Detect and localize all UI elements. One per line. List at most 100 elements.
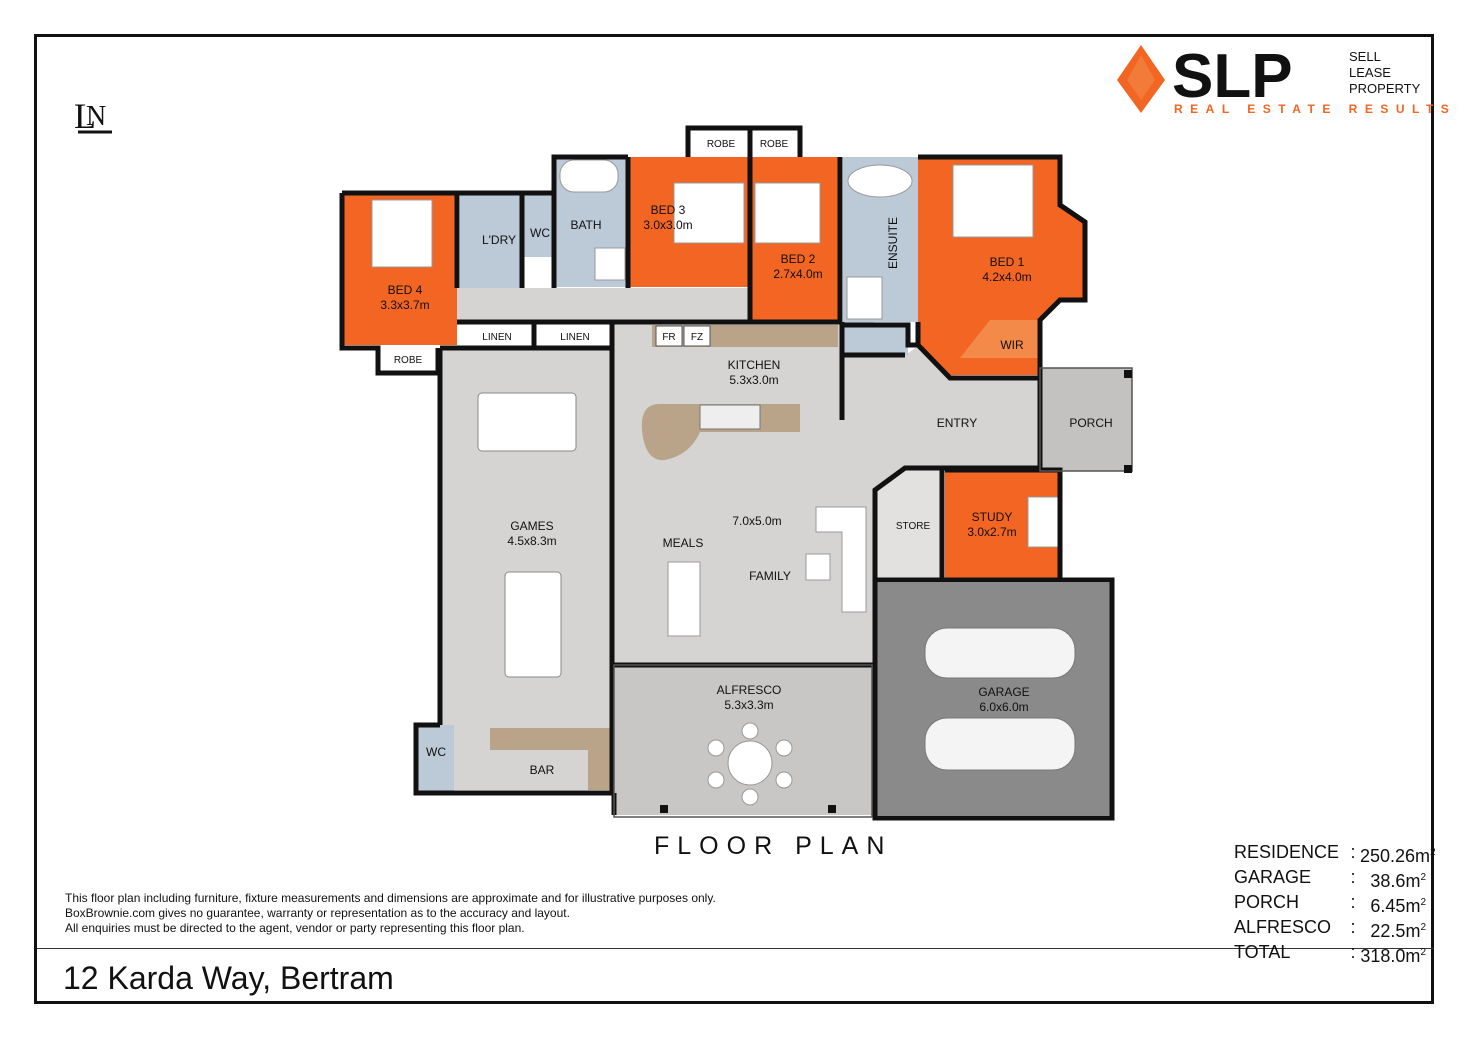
games-label: GAMES xyxy=(510,519,553,533)
area-row: ALFRESCO:22.5m2 xyxy=(1234,917,1426,942)
area-row: TOTAL:318.0m2 xyxy=(1234,942,1426,967)
bath-label: BATH xyxy=(570,218,601,232)
area-row: GARAGE:38.6m2 xyxy=(1234,867,1426,892)
games-size: 4.5x8.3m xyxy=(507,534,556,548)
bed2-size: 2.7x4.0m xyxy=(773,267,822,281)
bed3-label: BED 3 xyxy=(651,203,686,217)
area-sep: : xyxy=(1350,842,1356,862)
wc1-label: WC xyxy=(530,226,550,240)
laundry-floor xyxy=(460,193,522,288)
ensuite-label: ENSUITE xyxy=(886,217,900,269)
svg-text:N: N xyxy=(86,101,106,132)
area-sep: : xyxy=(1350,867,1356,887)
area-value: 318.0m2 xyxy=(1360,946,1426,966)
property-address: 12 Karda Way, Bertram xyxy=(63,960,394,996)
study-size: 3.0x2.7m xyxy=(967,525,1016,539)
fridge-label: FR xyxy=(662,332,675,343)
bathtub-icon xyxy=(847,164,913,198)
desk-icon xyxy=(1027,496,1061,548)
area-label: TOTAL xyxy=(1234,942,1291,962)
car-icon xyxy=(924,627,1076,679)
area-value: 38.6m2 xyxy=(1370,871,1426,891)
area-sep: : xyxy=(1350,917,1356,937)
wc1-floor xyxy=(524,193,554,257)
robe1-label: ROBE xyxy=(707,139,736,150)
brand-line2: LEASE xyxy=(1349,65,1391,80)
north-icon: L N xyxy=(74,96,112,136)
porch-label: PORCH xyxy=(1069,416,1112,430)
area-label: ALFRESCO xyxy=(1234,917,1332,937)
outdoor-chair-icon xyxy=(707,722,793,806)
hallway-floor xyxy=(440,288,750,322)
area-label: GARAGE xyxy=(1234,867,1312,887)
area-value: 250.26m2 xyxy=(1360,846,1436,866)
study-label: STUDY xyxy=(972,510,1013,524)
bar-bench-return xyxy=(588,728,610,790)
footer-divider xyxy=(37,948,1434,949)
disclaimer: This floor plan including furniture, fix… xyxy=(65,891,716,936)
disclaimer-line: This floor plan including furniture, fix… xyxy=(65,891,716,905)
entry-floor xyxy=(842,345,1040,665)
area-row: PORCH:6.45m2 xyxy=(1234,892,1426,917)
brand-line3: PROPERTY xyxy=(1349,81,1421,96)
store-floor xyxy=(875,470,942,580)
alfresco-size: 5.3x3.3m xyxy=(724,698,773,712)
sofa-icon xyxy=(815,506,867,613)
area-sep: : xyxy=(1350,892,1356,912)
linen1-floor xyxy=(460,323,534,348)
robe3-label: ROBE xyxy=(394,355,423,366)
bed4-label: BED 4 xyxy=(388,283,423,297)
logo-icon xyxy=(1117,45,1165,113)
outdoor-outline xyxy=(613,367,1133,818)
brand-line1: SELL xyxy=(1349,49,1381,64)
bed1-size: 4.2x4.0m xyxy=(982,270,1031,284)
freezer-label: FZ xyxy=(691,332,703,343)
freezer-icon xyxy=(683,325,711,347)
alfresco-label: ALFRESCO xyxy=(717,683,782,697)
outdoor-table-icon xyxy=(727,740,773,786)
robe2-label: ROBE xyxy=(760,139,789,150)
area-value: 22.5m2 xyxy=(1370,921,1426,941)
robe1-floor xyxy=(688,128,750,156)
pool-table-icon xyxy=(504,571,562,678)
area-sep: : xyxy=(1350,942,1356,962)
garage-floor xyxy=(875,583,1112,815)
area-label: PORCH xyxy=(1234,892,1300,912)
linen1-label: LINEN xyxy=(482,332,511,343)
area-row: RESIDENCE:250.26m2 xyxy=(1234,842,1436,867)
page-frame xyxy=(34,34,1434,1004)
kitchen-size: 5.3x3.0m xyxy=(729,373,778,387)
laundry-label: L'DRY xyxy=(482,233,516,247)
bar-bench xyxy=(490,728,610,750)
dining-table-icon xyxy=(667,561,701,637)
wc2-floor xyxy=(416,725,454,793)
meals-label: MEALS xyxy=(663,536,704,550)
svg-text:L: L xyxy=(74,96,96,136)
car-icon xyxy=(924,717,1076,771)
alfresco-floor xyxy=(614,665,872,815)
robe2-floor xyxy=(752,128,800,156)
pool-table-icon xyxy=(477,392,577,452)
walls xyxy=(339,125,1115,821)
area-value: 6.45m2 xyxy=(1370,896,1426,916)
wir-floor xyxy=(960,320,1040,358)
entry-label: ENTRY xyxy=(937,416,977,430)
bar-label: BAR xyxy=(530,763,555,777)
wir-label: WIR xyxy=(1000,338,1024,352)
garage-size: 6.0x6.0m xyxy=(979,700,1028,714)
ensuite-wc-floor xyxy=(843,325,908,355)
bed1-label: BED 1 xyxy=(990,255,1025,269)
robe3-floor xyxy=(378,345,438,373)
kitchen-family-floor xyxy=(614,322,874,665)
bed3-size: 3.0x3.0m xyxy=(643,218,692,232)
brand-name: SLP xyxy=(1172,42,1293,111)
disclaimer-line: All enquiries must be directed to the ag… xyxy=(65,921,525,935)
linen2-label: LINEN xyxy=(560,332,589,343)
kitchen-label: KITCHEN xyxy=(728,358,781,372)
ottoman-icon xyxy=(805,553,831,581)
bed2-label: BED 2 xyxy=(781,252,816,266)
plan-title: FLOOR PLAN xyxy=(654,832,893,860)
area-summary: RESIDENCE:250.26m2 GARAGE:38.6m2 PORCH:6… xyxy=(1234,842,1436,967)
shower-icon xyxy=(846,276,883,320)
